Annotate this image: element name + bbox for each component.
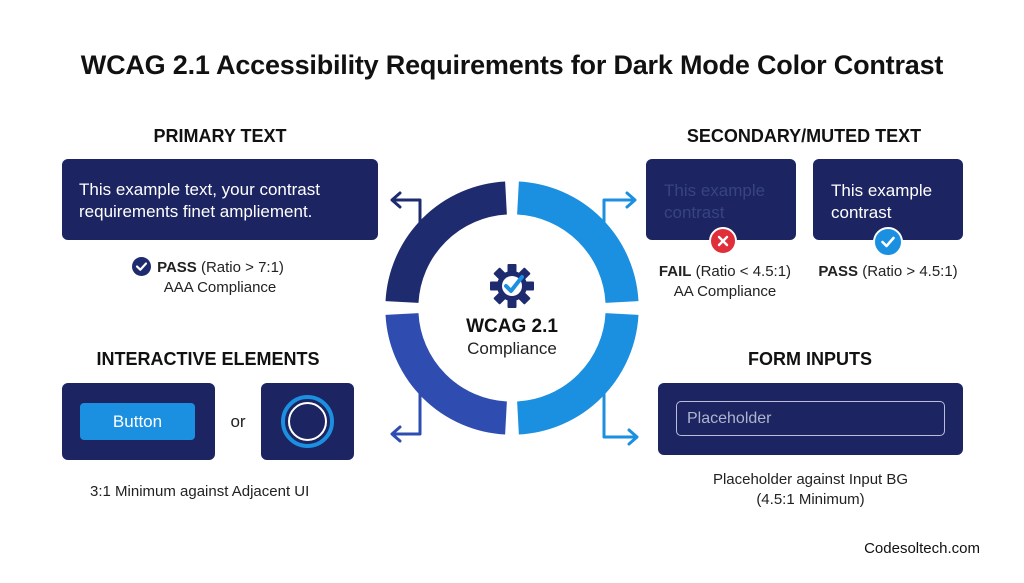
pass-card-line: This example bbox=[831, 181, 933, 200]
fail-level: AA Compliance bbox=[673, 283, 777, 300]
arrow-icon bbox=[627, 428, 639, 446]
example-button[interactable]: Button bbox=[80, 403, 195, 440]
arrow-icon bbox=[390, 425, 402, 443]
primary-status-ratio: (Ratio > 7:1) bbox=[196, 259, 284, 276]
pass-contrast-card: This example contrast bbox=[813, 159, 963, 240]
fail-card-line: contrast bbox=[664, 203, 725, 222]
ring-segment-bottom-left bbox=[385, 312, 508, 435]
fail-status: FAIL (Ratio < 4.5:1) bbox=[646, 261, 804, 282]
arrow-icon bbox=[625, 191, 637, 209]
placeholder-input[interactable]: Placeholder bbox=[676, 401, 945, 436]
focus-ring-inner bbox=[288, 402, 327, 441]
pass-status-label: PASS bbox=[818, 263, 859, 280]
ring-segment-top-left bbox=[385, 181, 508, 304]
primary-status-label: PASS bbox=[157, 259, 197, 276]
brand-footer: Codesoltech.com bbox=[864, 540, 980, 557]
check-circle-icon bbox=[132, 257, 152, 276]
primary-level: AAA Compliance bbox=[163, 279, 277, 296]
interactive-caption: 3:1 Minimum against Adjacent UI bbox=[90, 483, 310, 500]
arrow-icon bbox=[391, 198, 422, 234]
fail-status-label: FAIL bbox=[658, 263, 692, 280]
form-caption-line1: Placeholder against Input BG bbox=[712, 471, 909, 488]
arrow-icon bbox=[602, 382, 638, 439]
arrow-icon bbox=[602, 198, 636, 234]
page-title: WCAG 2.1 Accessibility Requirements for … bbox=[80, 50, 944, 80]
focus-ring-indicator[interactable] bbox=[281, 395, 334, 448]
focus-ring-example-card bbox=[261, 383, 354, 460]
fail-status-ratio: (Ratio < 4.5:1) bbox=[691, 263, 792, 280]
primary-status: PASS (Ratio > 7:1) bbox=[108, 257, 308, 278]
primary-card-line: This example text, your contrast bbox=[79, 180, 320, 199]
pass-card-line: contrast bbox=[831, 203, 892, 222]
primary-heading: PRIMARY TEXT bbox=[153, 126, 287, 146]
center-title: WCAG 2.1 bbox=[466, 316, 558, 337]
button-example-card: Button bbox=[62, 383, 215, 460]
primary-text-card: This example text, your contrast require… bbox=[62, 159, 378, 240]
center-subtitle: Compliance bbox=[467, 339, 557, 358]
x-circle-icon bbox=[709, 227, 737, 255]
fail-contrast-card: This example contrast bbox=[646, 159, 796, 240]
pass-status-ratio: (Ratio > 4.5:1) bbox=[858, 263, 958, 280]
arrow-icon bbox=[390, 191, 402, 209]
ring-segment-top-right bbox=[516, 181, 639, 304]
form-input-card: Placeholder bbox=[658, 383, 963, 455]
or-label: or bbox=[230, 412, 246, 431]
form-heading: FORM INPUTS bbox=[748, 349, 872, 369]
pass-status: PASS (Ratio > 4.5:1) bbox=[806, 261, 970, 282]
interactive-heading: INTERACTIVE ELEMENTS bbox=[96, 349, 320, 369]
primary-card-line: requirements finet ampliement. bbox=[79, 202, 313, 221]
ring-segment-bottom-right bbox=[516, 312, 639, 435]
gear-check-icon bbox=[490, 264, 534, 308]
secondary-heading: SECONDARY/MUTED TEXT bbox=[686, 126, 922, 146]
form-caption-line2: (4.5:1 Minimum) bbox=[756, 491, 865, 508]
arrow-icon bbox=[391, 382, 422, 436]
check-circle-icon bbox=[873, 227, 903, 257]
fail-card-line: This example bbox=[664, 181, 766, 200]
